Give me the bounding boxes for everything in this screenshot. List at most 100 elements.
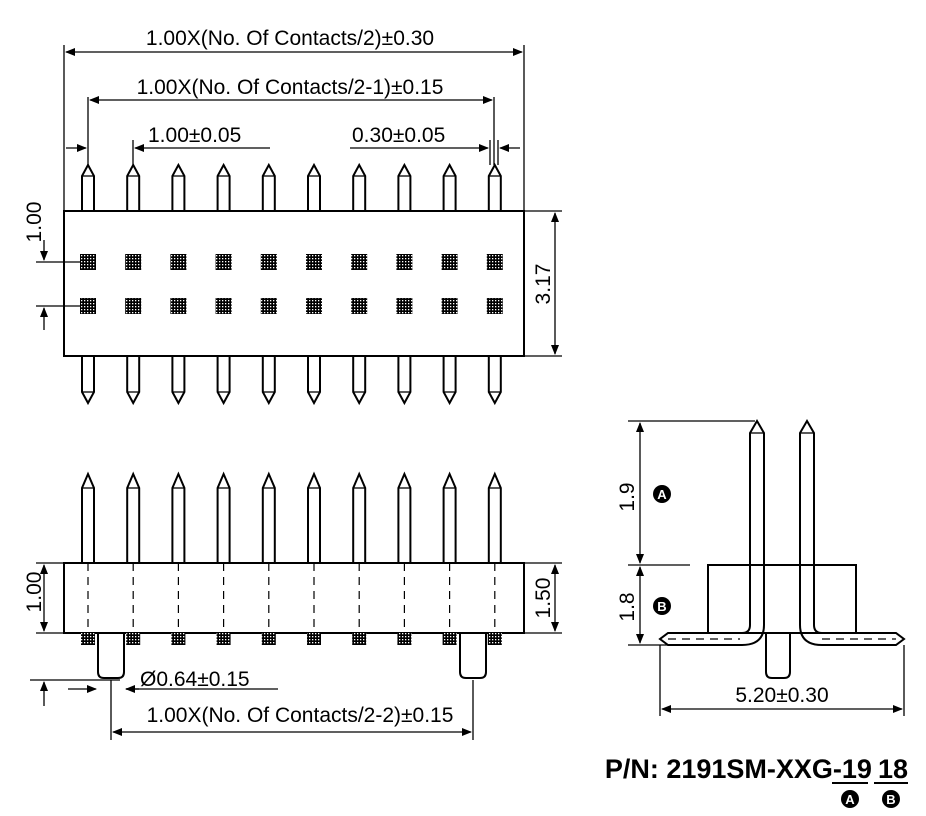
overall-width-label: 1.00X(No. Of Contacts/2)±0.30 (146, 27, 434, 50)
front-view-body (63, 562, 525, 634)
top-pin-lower (487, 356, 502, 406)
body-height-label: 1.50 (532, 578, 555, 619)
top-pin-lower (171, 356, 186, 406)
front-pin (261, 471, 276, 563)
front-view-post-left (97, 633, 125, 679)
contact-pad (441, 298, 458, 314)
pin-offset-label: 1.00 (23, 572, 46, 613)
contact-pad (260, 298, 277, 314)
badge-b-icon (653, 597, 671, 615)
front-view-pins (81, 471, 502, 633)
badge-a-letter: A (657, 487, 667, 502)
front-pin (352, 471, 367, 563)
row-pitch-label: 1.00 (23, 202, 46, 243)
front-pin (126, 471, 141, 563)
contact-pad (306, 298, 322, 314)
top-pin-upper (397, 162, 412, 211)
side-view: 1.9 1.8 A B 5.20±0.30 (616, 419, 906, 716)
solder-tail (126, 633, 141, 645)
top-view-contact-pads (80, 254, 503, 314)
pin-width-label: 0.30±0.05 (352, 124, 445, 147)
contact-pad (215, 298, 232, 314)
contact-pad (170, 298, 187, 314)
row-span-label: 1.00X(No. Of Contacts/2-1)±0.15 (137, 76, 444, 99)
side-view-pin-left (749, 419, 765, 565)
contact-pad (170, 254, 187, 270)
body-depth-label: 3.17 (532, 264, 555, 305)
top-pin-upper (171, 162, 186, 211)
front-pin (442, 471, 457, 563)
front-pin (216, 471, 231, 563)
solder-tail (487, 633, 502, 645)
contact-pad (396, 298, 413, 314)
top-view: 1.00X(No. Of Contacts/2)±0.30 1.00X(No. … (23, 27, 562, 406)
solder-tail (216, 633, 231, 645)
contact-pad (125, 298, 142, 314)
part-number-badge-b-letter: B (886, 792, 895, 807)
part-number-code-b: 18 (878, 754, 908, 784)
top-pin-lower (216, 356, 231, 406)
contact-pad (396, 254, 413, 270)
badge-a-icon (653, 485, 671, 503)
post-span-label: 1.00X(No. Of Contacts/2-2)±0.15 (147, 704, 454, 727)
badge-b-letter: B (657, 599, 666, 614)
top-pin-lower (126, 356, 141, 406)
contact-pad (80, 298, 96, 314)
part-number-code-a: 19 (842, 754, 872, 784)
contact-pad (441, 254, 458, 270)
pitch-label: 1.00±0.05 (148, 124, 241, 147)
solder-tail (397, 633, 412, 645)
solder-tail (307, 633, 321, 645)
front-view: 1.00 1.50 Ø0.64±0.15 1.00X(No. Of Contac… (23, 471, 562, 740)
footprint-width-label: 5.20±0.30 (735, 684, 828, 707)
contact-pad (351, 254, 368, 270)
front-pin (171, 471, 186, 563)
part-number-badge-a-letter: A (845, 792, 855, 807)
top-pin-upper (307, 162, 321, 211)
contact-pad (215, 254, 232, 270)
contact-pad (351, 298, 368, 314)
contact-pad (80, 254, 96, 270)
post-diameter-label: Ø0.64±0.15 (140, 668, 250, 691)
top-view-pins-lower (81, 356, 502, 406)
top-pin-upper (81, 162, 95, 211)
part-number-badge-b-icon (882, 790, 900, 808)
front-pin (307, 471, 321, 563)
top-pin-upper (487, 162, 502, 211)
top-pin-upper (442, 162, 457, 211)
top-pin-upper (352, 162, 367, 211)
contact-pad (486, 254, 503, 270)
solder-tail (442, 633, 457, 645)
contact-pad (486, 298, 503, 314)
top-pin-upper (126, 162, 141, 211)
front-pin (81, 471, 95, 563)
top-view-pins-upper (81, 162, 502, 211)
front-view-post-right (459, 633, 487, 679)
contact-pad (260, 254, 277, 270)
top-pin-lower (81, 356, 95, 406)
front-pin (487, 471, 502, 563)
solder-tail (261, 633, 276, 645)
pin-length-a-label: 1.9 (616, 482, 639, 511)
top-pin-upper (216, 162, 231, 211)
front-view-solder-tails (81, 633, 502, 645)
top-pin-upper (261, 162, 276, 211)
top-pin-lower (352, 356, 367, 406)
top-pin-lower (397, 356, 412, 406)
top-view-body (63, 210, 525, 357)
front-pin (397, 471, 412, 563)
contact-pad (306, 254, 322, 270)
contact-pad (125, 254, 142, 270)
part-number-prefix: P/N: 2191SM-XXG- (605, 754, 842, 784)
top-pin-lower (442, 356, 457, 406)
solder-tail (352, 633, 367, 645)
solder-tail (81, 633, 95, 645)
side-view-body (707, 564, 857, 634)
part-number-badge-a-icon (841, 790, 859, 808)
top-pin-lower (261, 356, 276, 406)
solder-tail (171, 633, 186, 645)
top-pin-lower (307, 356, 321, 406)
